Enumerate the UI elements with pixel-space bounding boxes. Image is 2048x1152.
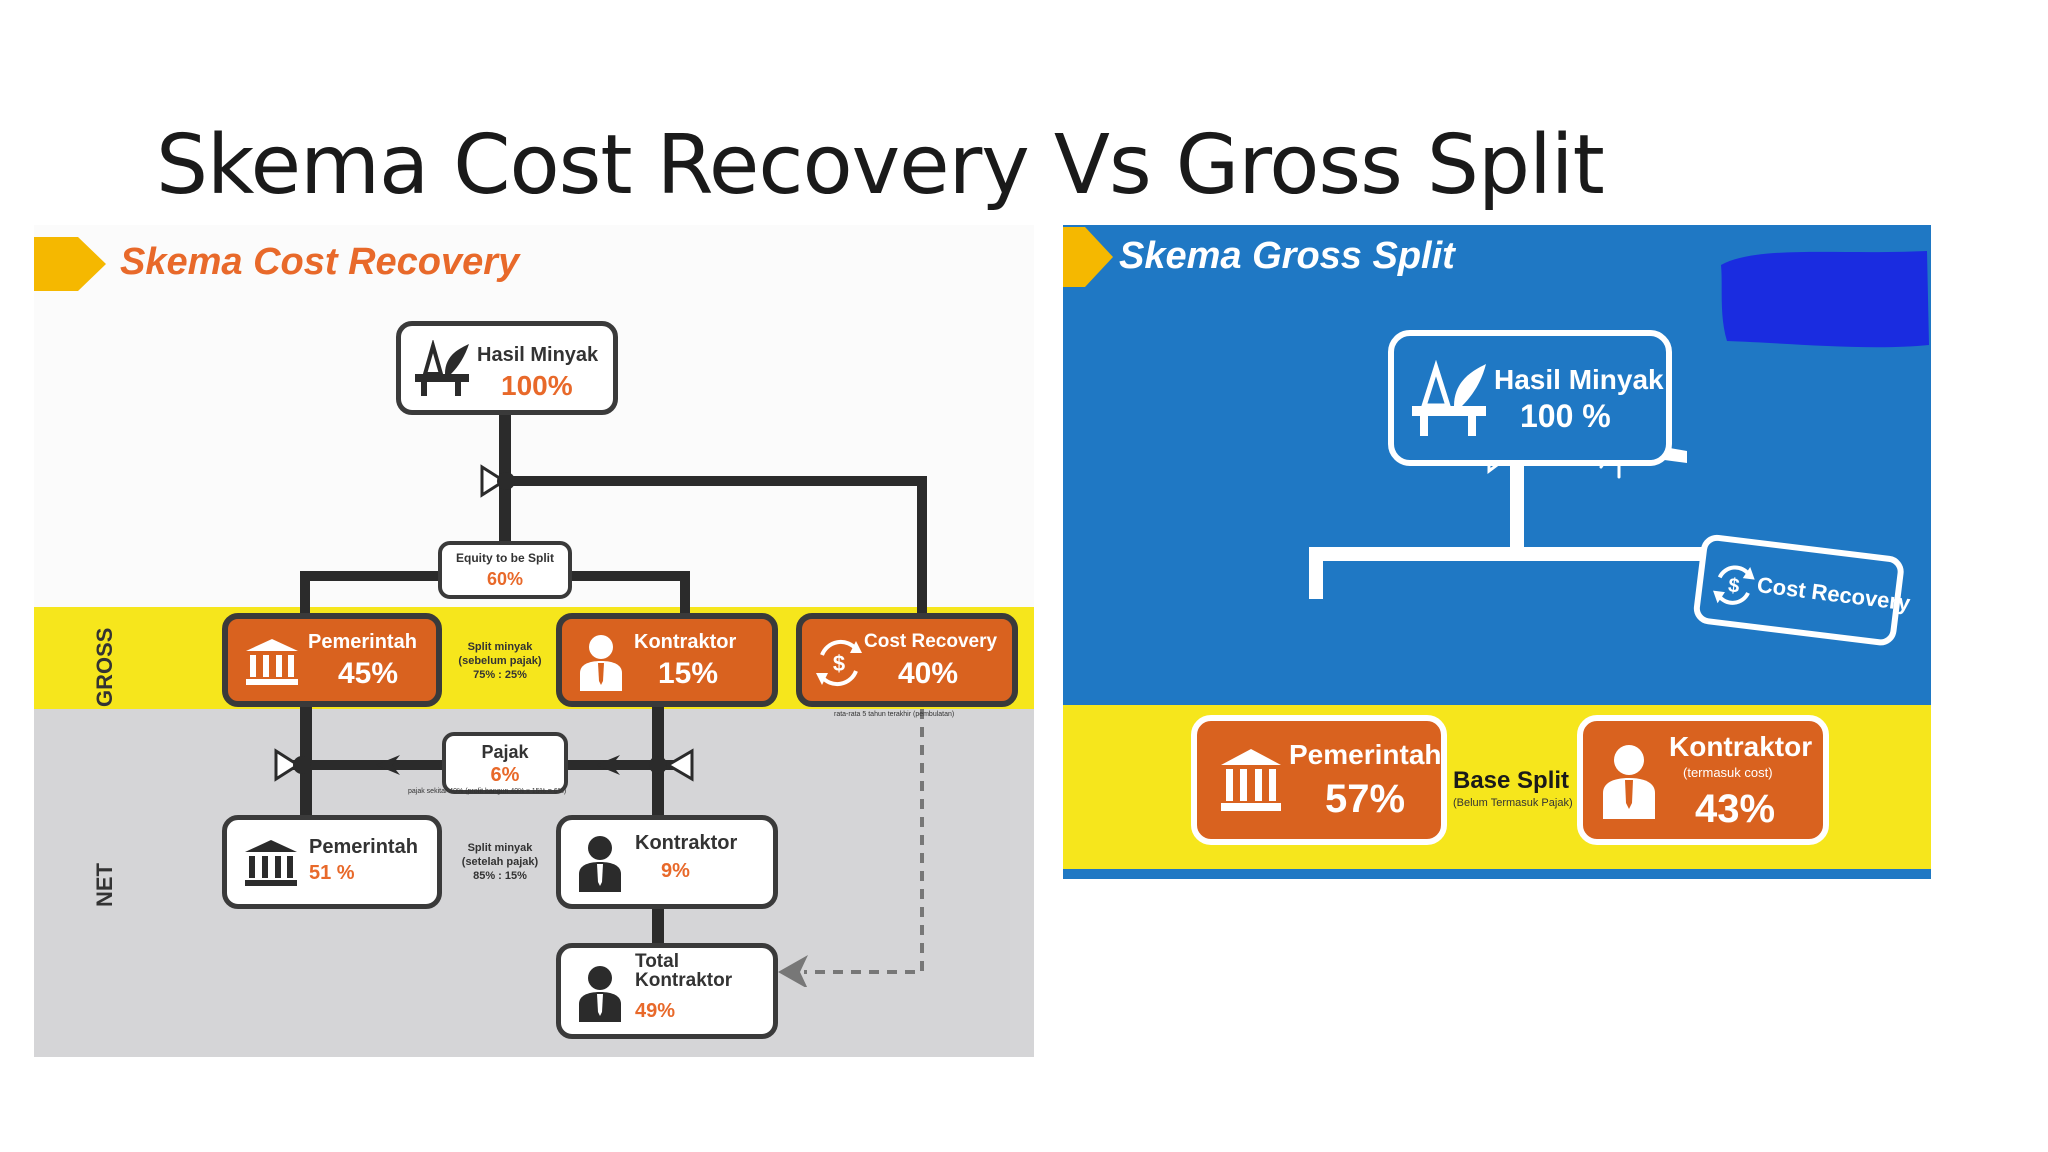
government-building-icon <box>245 840 297 886</box>
heading-chevron-bar <box>34 237 78 291</box>
net-pemerintah-box: Pemerintah 51 % <box>222 815 442 909</box>
kontraktor-value: 43% <box>1695 787 1776 831</box>
split-after-line3: 85% : 15% <box>473 870 527 882</box>
hasil-minyak-box: Hasil Minyak 100 % <box>1388 330 1672 466</box>
hasil-minyak-box: Hasil Minyak 100% <box>396 321 618 415</box>
slide-title: Skema Cost Recovery Vs Gross Split <box>156 118 1605 213</box>
pajak-note: pajak sekitar 40% (profit bangun 40% x 1… <box>408 788 567 795</box>
pipe-to-total <box>652 905 664 947</box>
split-before-note: Split minyak (sebelum pajak) 75% : 25% <box>442 640 558 682</box>
svg-text:$: $ <box>1727 575 1741 598</box>
equity-box: Equity to be Split 60% <box>438 541 572 599</box>
pipe-to-kontraktor <box>680 571 690 615</box>
base-split-label: Base Split <box>1453 767 1570 794</box>
pemerintah-box: Pemerintah 57% <box>1191 715 1447 845</box>
oil-rig-icon <box>1412 360 1486 436</box>
pajak-label: Pajak <box>481 742 529 762</box>
cost-recovery-value: 40% <box>898 657 959 690</box>
pemerintah-label: Pemerintah <box>1289 739 1442 770</box>
pipe-split <box>1309 547 1775 561</box>
total-kontraktor-box: Total Kontraktor 49% <box>556 943 778 1039</box>
cost-recovery-box: $ Cost Recovery <box>1692 533 1912 648</box>
valve-icon <box>649 748 694 782</box>
oil-rig-icon <box>415 340 469 396</box>
net-label: NET <box>92 863 117 907</box>
hasil-minyak-value: 100 % <box>1520 398 1611 434</box>
net-pemerintah-label: Pemerintah <box>309 836 418 858</box>
valve-icon <box>274 748 311 782</box>
net-pemerintah-value: 51 % <box>309 862 355 884</box>
person-icon <box>580 635 622 691</box>
equity-value: 60% <box>486 569 524 589</box>
split-before-line1: Split minyak <box>467 641 533 653</box>
split-after-line1: Split minyak <box>467 842 533 854</box>
hasil-minyak-label: Hasil Minyak <box>477 344 599 366</box>
gross-kontraktor-box: Kontraktor 15% <box>556 613 778 707</box>
gross-pemerintah-label: Pemerintah <box>308 631 417 653</box>
split-before-line3: 75% : 25% <box>473 669 527 681</box>
gross-split-heading: Skema Gross Split <box>1119 235 1455 277</box>
cost-recovery-heading: Skema Cost Recovery <box>120 241 520 283</box>
cost-recovery-label: Cost Recovery <box>864 631 998 652</box>
pajak-value: 6% <box>490 764 520 786</box>
dollar-cycle-icon: $ <box>1713 565 1755 605</box>
arrow-left-icon <box>596 755 620 775</box>
person-icon <box>1603 745 1655 819</box>
heading-chevron-icon <box>78 237 106 291</box>
pajak-box: Pajak 6% <box>442 732 568 794</box>
base-split-sub: (Belum Termasuk Pajak) <box>1453 797 1573 809</box>
government-building-icon <box>246 639 298 685</box>
pipe-to-cost-recovery <box>499 476 927 486</box>
gross-pemerintah-box: Pemerintah 45% <box>222 613 442 707</box>
pipe-to-pemerintah <box>1309 547 1323 599</box>
total-line2: Kontraktor <box>635 970 733 991</box>
gross-label: GROSS <box>92 627 117 707</box>
heading-chevron-bar <box>1063 227 1085 287</box>
person-icon <box>579 836 621 892</box>
cost-recovery-panel: GROSS NET Skema Cost Recovery <box>34 225 1034 1057</box>
dashed-arrow <box>778 709 924 987</box>
gross-split-panel: Skema Gross Split Hasil Minyak 100 % <box>1063 225 1931 879</box>
net-kontraktor-box: Kontraktor 9% <box>556 815 778 909</box>
net-kontraktor-value: 9% <box>661 860 690 882</box>
split-after-line2: (setelah pajak) <box>461 856 539 868</box>
cost-recovery-note: rata-rata 5 tahun terakhir (pembulatan) <box>834 711 955 718</box>
gross-kontraktor-value: 15% <box>658 657 719 690</box>
equity-label: Equity to be Split <box>456 551 554 565</box>
redaction-scribble <box>1721 251 1929 348</box>
total-kontraktor-value: 49% <box>635 1000 676 1022</box>
cost-recovery-label: Cost Recovery <box>1755 572 1912 616</box>
kontraktor-label: Kontraktor <box>1669 731 1813 762</box>
split-before-line2: (sebelum pajak) <box>458 655 542 667</box>
cost-recovery-box: $ Cost Recovery 40% <box>796 613 1018 707</box>
split-after-note: Split minyak (setelah pajak) 85% : 15% <box>442 841 558 883</box>
hasil-minyak-value: 100% <box>501 370 573 401</box>
pipe-to-pemerintah <box>300 571 310 615</box>
arrow-left-icon <box>376 755 400 775</box>
heading-chevron-icon <box>1085 227 1113 287</box>
net-kontraktor-label: Kontraktor <box>635 832 738 854</box>
person-icon <box>579 966 621 1022</box>
kontraktor-sub: (termasuk cost) <box>1683 765 1773 780</box>
dollar-cycle-icon: $ <box>816 639 862 687</box>
gross-kontraktor-label: Kontraktor <box>634 631 737 653</box>
total-line1: Total <box>635 951 679 972</box>
valve-icon <box>480 464 515 498</box>
government-building-icon <box>1221 749 1281 811</box>
hasil-minyak-label: Hasil Minyak <box>1494 364 1664 395</box>
pemerintah-value: 57% <box>1325 777 1406 821</box>
gross-pemerintah-value: 45% <box>338 657 399 690</box>
pipe-cost-recovery-down <box>917 476 927 616</box>
kontraktor-box: Kontraktor (termasuk cost) 43% <box>1577 715 1829 845</box>
svg-text:$: $ <box>833 651 845 676</box>
total-kontraktor-label: Total Kontraktor <box>635 952 732 990</box>
